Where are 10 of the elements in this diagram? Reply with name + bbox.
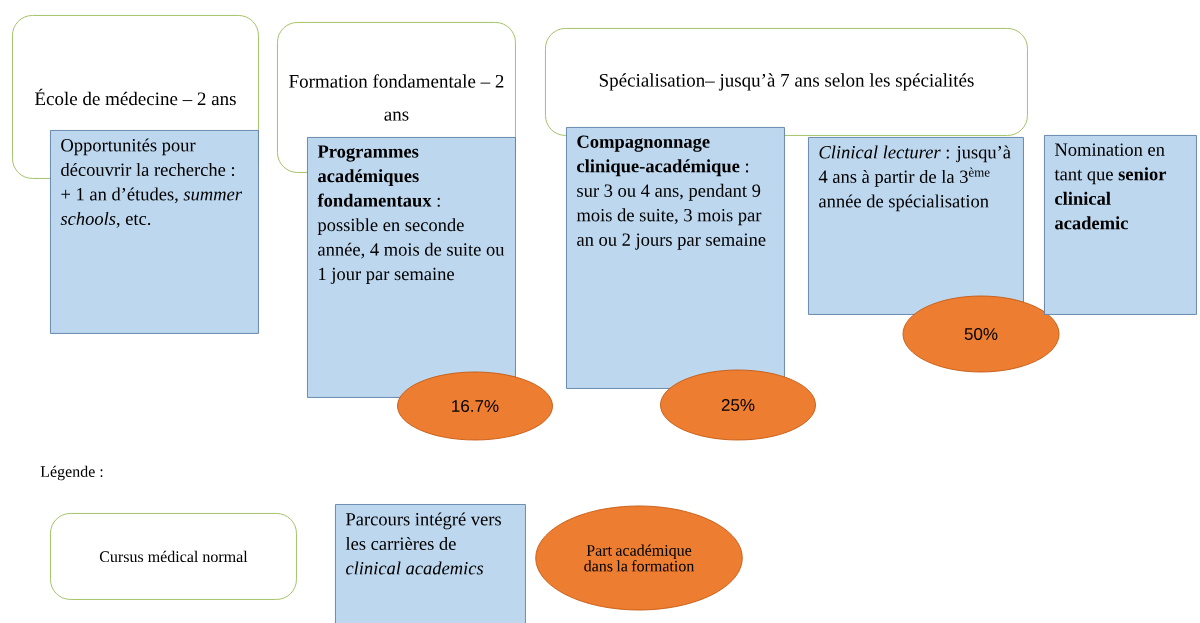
pathway-box: Clinical lecturer : jusqu’à 4 ans à partir de la 3$^{ème}$ année de spécialisation <box>808 137 1024 315</box>
legend-key: Part académique dans la formation <box>535 505 743 611</box>
pathway-box: Nomination en tant que senior clinical academic <box>1044 135 1197 315</box>
pathway-box: Compagnonnage clinique-académique : sur 3 ou 4 ans, pendant 9 mois de suite, 3 mois par an ou 2 jours par semaine <box>566 127 785 389</box>
pathway-box: Programmes académiques fondamentaux : possible en seconde année, 4 mois de suite ou 1 jour par semaine <box>307 137 516 398</box>
legend-heading: Légende : <box>40 465 103 481</box>
legend-key: Parcours intégré vers les carrières de clinical academics <box>335 504 526 623</box>
legend-key: Cursus médical normal <box>50 513 297 600</box>
pathway-box: Opportunités pour découvrir la recherche : + 1 an d’études, summer schools, etc. <box>50 130 259 334</box>
stage-box: Spécialisation– jusqu’à 7 ans selon les spécialités <box>545 28 1028 136</box>
